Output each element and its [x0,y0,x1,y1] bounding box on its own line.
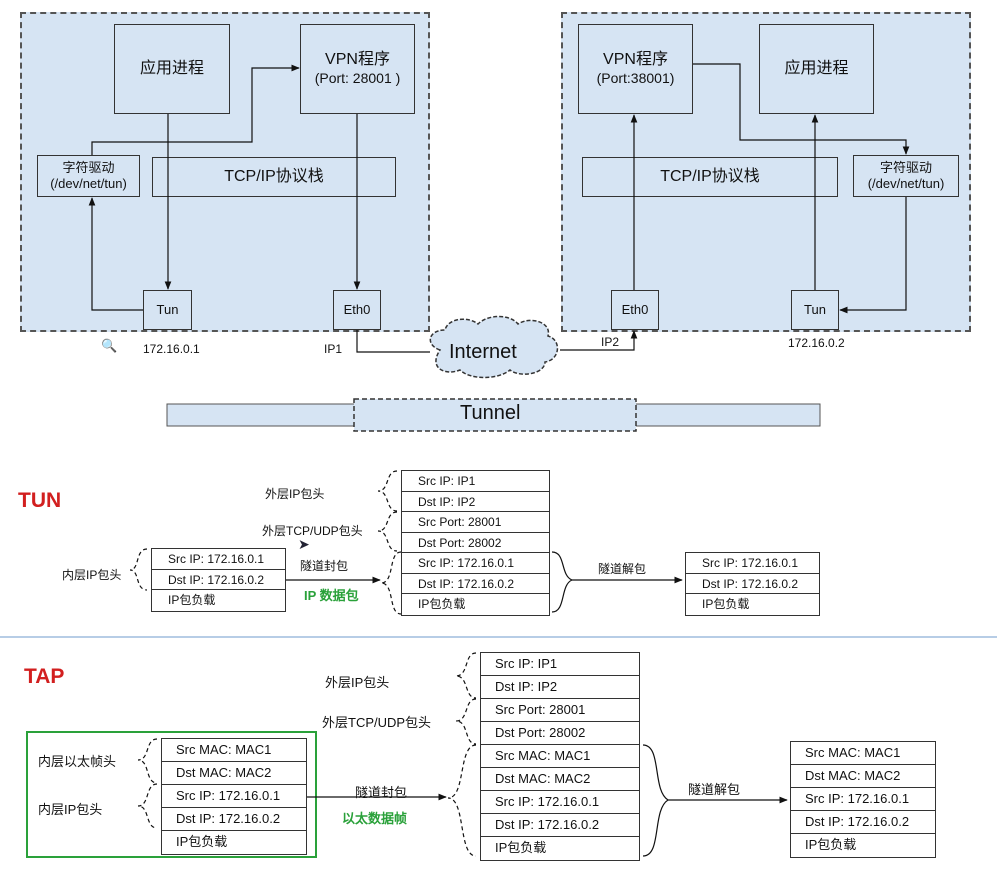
left-eth0-interface: Eth0 [333,290,381,330]
tun-inner-ip-header-label: 内层IP包头 [62,568,122,582]
tap-decapsulated-frame: Src MAC: MAC1 Dst MAC: MAC2 Src IP: 172.… [790,741,936,858]
right-char-driver-path: (/dev/net/tun) [867,176,945,191]
table-row: IP包负载 [418,597,466,611]
tap-decap-label: 隧道解包 [688,782,741,797]
tap-frame-type-label: 以太数据帧 [342,811,408,826]
table-row: IP包负载 [168,593,216,607]
tap-inner-ip-header-label: 内层IP包头 [38,802,103,817]
table-row: Dst IP: IP2 [481,676,639,699]
right-vpn-program: VPN程序 (Port:38001) [578,24,693,114]
table-row: Dst Port: 28002 [402,533,549,553]
table-row: Src IP: 172.16.0.1 [791,788,935,811]
right-char-driver: 字符驱动 (/dev/net/tun) [853,155,959,197]
cursor-icon: ➤ [298,536,310,552]
right-char-driver-title: 字符驱动 [879,159,932,175]
table-row: Dst IP: 172.16.0.2 [402,574,549,594]
left-vpn-port: (Port: 28001 ) [314,70,401,87]
left-char-driver: 字符驱动 (/dev/net/tun) [37,155,140,197]
table-row: Src IP: 172.16.0.1 [686,553,819,574]
tun-packet-type-label: IP 数据包 [304,588,359,603]
right-app-label: 应用进程 [784,60,849,77]
right-tcpip-label: TCP/IP协议栈 [660,168,760,185]
tun-decapsulated-packet: Src IP: 172.16.0.1 Dst IP: 172.16.0.2 IP… [685,552,820,616]
tap-outer-ip-header-label: 外层IP包头 [325,675,390,690]
left-host-panel [20,12,430,332]
table-row: Src IP: IP1 [402,471,549,492]
left-vpn-title: VPN程序 [325,51,390,69]
table-row: Src Port: 28001 [402,512,549,533]
table-row: IP包负载 [702,597,750,611]
right-host-panel [561,12,971,332]
tap-section-title: TAP [24,665,65,688]
right-eth0-interface: Eth0 [611,290,659,330]
right-tun-interface: Tun [791,290,839,330]
right-vpn-title: VPN程序 [603,51,668,69]
left-tun-ip: 172.16.0.1 [143,342,200,356]
left-vpn-program: VPN程序 (Port: 28001 ) [300,24,415,114]
table-row: Dst MAC: MAC2 [791,765,935,788]
table-row: Dst MAC: MAC2 [162,762,306,785]
right-eth0-label: Eth0 [621,301,649,317]
table-row: Src IP: 172.16.0.1 [162,785,306,808]
left-tun-interface: Tun [143,290,192,330]
right-app-process: 应用进程 [759,24,874,114]
table-row: Dst IP: 172.16.0.2 [791,811,935,834]
table-row: IP包负载 [805,837,857,852]
right-tun-ip: 172.16.0.2 [788,336,845,350]
table-row: IP包负载 [495,840,547,855]
table-row: Src Port: 28001 [481,699,639,722]
tap-inner-frame: Src MAC: MAC1 Dst MAC: MAC2 Src IP: 172.… [161,738,307,855]
tunnel-label: Tunnel [460,402,521,424]
table-row: Dst IP: 172.16.0.2 [152,570,285,590]
left-app-process: 应用进程 [114,24,230,114]
tun-encap-label: 隧道封包 [300,559,349,573]
left-tcpip-stack: TCP/IP协议栈 [152,157,396,197]
right-tun-label: Tun [804,301,826,317]
table-row: IP包负载 [176,834,228,849]
tap-inner-eth-header-label: 内层以太帧头 [38,754,117,769]
table-row: Src IP: 172.16.0.1 [152,549,285,570]
tun-inner-packet: Src IP: 172.16.0.1 Dst IP: 172.16.0.2 IP… [151,548,286,612]
table-row: Src MAC: MAC1 [791,742,935,765]
left-tcpip-label: TCP/IP协议栈 [224,168,324,185]
tap-inner-frame-highlight [26,731,317,858]
right-eth-ip: IP2 [601,335,620,349]
tun-decap-label: 隧道解包 [598,562,647,576]
table-row: Dst IP: 172.16.0.2 [162,808,306,831]
magnifier-icon: 🔍 [101,338,118,353]
tun-outer-tcp-udp-header-label: 外层TCP/UDP包头 [262,524,363,538]
left-char-driver-title: 字符驱动 [62,159,115,175]
table-row: Dst IP: 172.16.0.2 [686,574,819,594]
table-row: Src MAC: MAC1 [481,745,639,768]
table-row: Dst Port: 28002 [481,722,639,745]
left-char-driver-path: (/dev/net/tun) [50,176,127,191]
left-eth-ip: IP1 [324,342,343,356]
tun-outer-ip-header-label: 外层IP包头 [265,487,325,501]
left-tun-label: Tun [156,301,179,317]
right-tcpip-stack: TCP/IP协议栈 [582,157,838,197]
table-row: Dst IP: IP2 [402,492,549,512]
left-eth0-label: Eth0 [343,301,371,317]
right-vpn-port: (Port:38001) [596,70,675,87]
table-row: Dst MAC: MAC2 [481,768,639,791]
internet-label: Internet [449,341,517,363]
left-app-label: 应用进程 [139,60,204,77]
table-row: Src IP: IP1 [481,653,639,676]
tap-encap-label: 隧道封包 [355,785,408,800]
tun-section-title: TUN [18,489,62,512]
tun-encapsulated-packet: Src IP: IP1 Dst IP: IP2 Src Port: 28001 … [401,470,550,616]
table-row: Src IP: 172.16.0.1 [402,553,549,574]
internet-cloud [429,315,559,379]
table-row: Src MAC: MAC1 [162,739,306,762]
tap-outer-tcp-udp-header-label: 外层TCP/UDP包头 [322,715,432,730]
table-row: Src IP: 172.16.0.1 [481,791,639,814]
tap-encapsulated-frame: Src IP: IP1 Dst IP: IP2 Src Port: 28001 … [480,652,640,861]
table-row: Dst IP: 172.16.0.2 [481,814,639,837]
